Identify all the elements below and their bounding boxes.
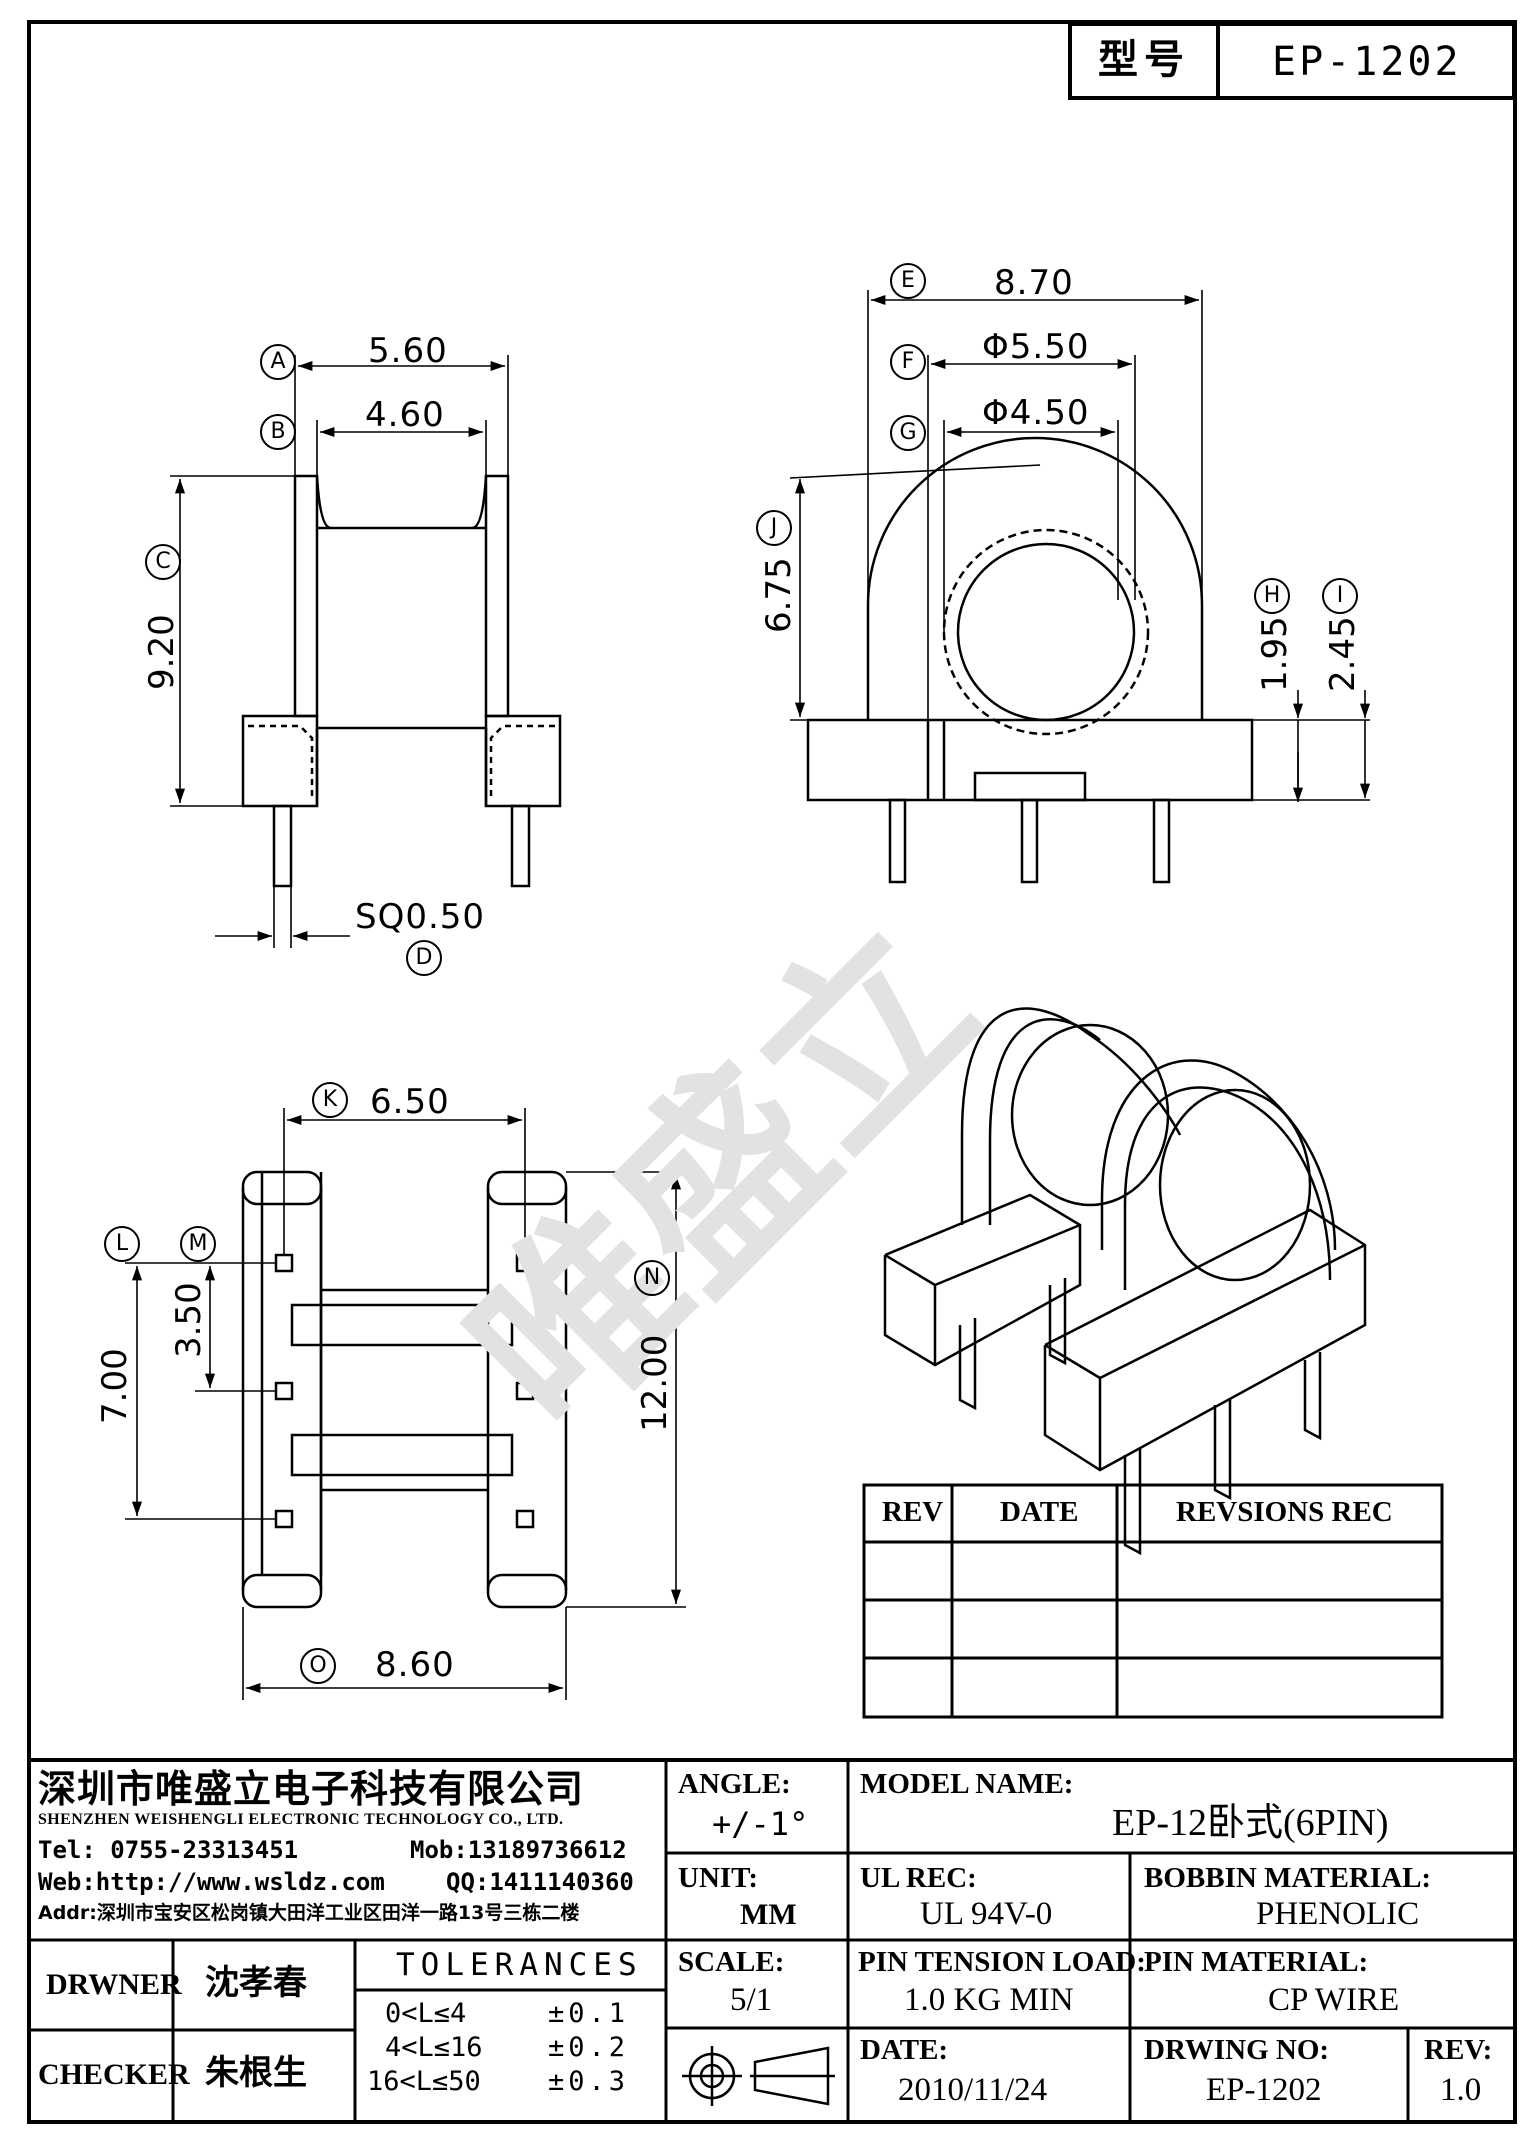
- pin-material-label: PIN MATERIAL:: [1144, 1946, 1369, 1978]
- tol-range-1: 0<L≤4: [385, 1998, 467, 2029]
- dim-i-value: 2.45: [1323, 616, 1363, 692]
- tol-value-2: ±0.2: [548, 2032, 630, 2063]
- label-a: A: [260, 344, 296, 380]
- rev-value: 1.0: [1440, 2072, 1482, 2108]
- unit-value: MM: [740, 1898, 797, 1931]
- dim-f-value: Φ5.50: [982, 327, 1090, 367]
- label-f: F: [890, 344, 926, 380]
- label-g: G: [890, 415, 926, 451]
- company-tel: Tel: 0755-23313451: [38, 1836, 299, 1864]
- company-addr: Addr:深圳市宝安区松岗镇大田洋工业区田洋一路13号三栋二楼: [38, 1902, 580, 1924]
- model-name-label: MODEL NAME:: [860, 1768, 1074, 1800]
- projection-symbol: [682, 2046, 835, 2106]
- dim-l-value: 7.00: [95, 1348, 135, 1424]
- dim-b-value: 4.60: [365, 395, 445, 435]
- dim-e-value: 8.70: [994, 263, 1074, 303]
- company-name-en: SHENZHEN WEISHENGLI ELECTRONIC TECHNOLOG…: [38, 1811, 564, 1828]
- dim-o-value: 8.60: [375, 1645, 455, 1685]
- dim-g-value: Φ4.50: [982, 393, 1090, 433]
- checker-value: 朱根生: [205, 2053, 307, 2093]
- unit-label: UNIT:: [678, 1862, 759, 1894]
- rev-header-date: DATE: [1000, 1496, 1079, 1528]
- tol-range-3: 16<L≤50: [367, 2066, 481, 2097]
- checker-label: CHECKER: [38, 2058, 190, 2091]
- dim-j-value: 6.75: [759, 557, 799, 633]
- dim-m-value: 3.50: [169, 1282, 209, 1358]
- label-k: K: [312, 1082, 348, 1118]
- label-b: B: [260, 414, 296, 450]
- model-label: 型号: [1098, 37, 1190, 83]
- dim-h-value: 1.95: [1255, 616, 1295, 692]
- company-web: Web:http://www.wsldz.com: [38, 1868, 385, 1896]
- rev-header-revisions: REVSIONS REC: [1176, 1496, 1393, 1528]
- drawer-label: DRWNER: [46, 1968, 182, 2001]
- dim-c-value: 9.20: [142, 614, 182, 690]
- label-l: L: [104, 1226, 140, 1262]
- isometric-view: [883, 1007, 1367, 1556]
- tol-range-2: 4<L≤16: [385, 2032, 483, 2063]
- date-label: DATE:: [860, 2034, 949, 2066]
- dim-a-value: 5.60: [368, 331, 448, 371]
- bottom-view: [125, 1108, 686, 1700]
- tol-value-3: ±0.3: [548, 2066, 630, 2097]
- dim-k-value: 6.50: [370, 1082, 450, 1122]
- label-c: C: [145, 544, 181, 580]
- scale-value: 5/1: [730, 1982, 773, 2018]
- bobbin-material-label: BOBBIN MATERIAL:: [1144, 1862, 1432, 1894]
- tol-value-1: ±0.1: [548, 1998, 630, 2029]
- scale-label: SCALE:: [678, 1946, 785, 1978]
- drawing-no-label: DRWING NO:: [1144, 2034, 1330, 2066]
- angle-value: +/-1°: [712, 1805, 809, 1843]
- model-value: EP-1202: [1272, 39, 1462, 85]
- angle-label: ANGLE:: [678, 1768, 791, 1800]
- dim-n-value: 12.00: [635, 1334, 675, 1432]
- label-o: O: [300, 1648, 336, 1684]
- sheet-border: [27, 20, 1517, 2124]
- tolerances-label: TOLERANCES: [396, 1947, 643, 1983]
- rev-header-rev: REV: [882, 1496, 944, 1528]
- label-d: D: [406, 940, 442, 976]
- ul-rec-value: UL 94V-0: [920, 1896, 1053, 1932]
- label-j: J: [756, 510, 792, 546]
- title-block-grid: [29, 1758, 1515, 2122]
- drawing-no-value: EP-1202: [1206, 2072, 1322, 2108]
- front-view: [789, 290, 1371, 884]
- date-value: 2010/11/24: [898, 2072, 1048, 2108]
- label-m: M: [180, 1226, 216, 1262]
- revision-table-grid: [862, 1483, 1444, 1719]
- dim-d-value: SQ0.50: [355, 897, 486, 937]
- bobbin-material-value: PHENOLIC: [1256, 1896, 1420, 1932]
- label-n: N: [634, 1260, 670, 1296]
- label-e: E: [890, 263, 926, 299]
- company-qq: QQ:1411140360: [446, 1868, 634, 1896]
- model-title-box: [1068, 22, 1516, 100]
- company-mob: Mob:13189736612: [410, 1836, 627, 1864]
- label-h: H: [1254, 578, 1290, 614]
- drawer-value: 沈孝春: [205, 1963, 307, 2003]
- pin-tension-value: 1.0 KG MIN: [904, 1982, 1074, 2018]
- label-i: I: [1322, 578, 1358, 614]
- ul-rec-label: UL REC:: [860, 1862, 977, 1894]
- model-name-value: EP-12卧式(6PIN): [1112, 1802, 1389, 1844]
- pin-material-value: CP WIRE: [1268, 1982, 1400, 2018]
- pin-tension-label: PIN TENSION LOAD:: [858, 1946, 1146, 1978]
- rev-label: REV:: [1424, 2034, 1493, 2066]
- company-name-cn: 深圳市唯盛立电子科技有限公司: [38, 1767, 585, 1811]
- side-view: [170, 355, 562, 948]
